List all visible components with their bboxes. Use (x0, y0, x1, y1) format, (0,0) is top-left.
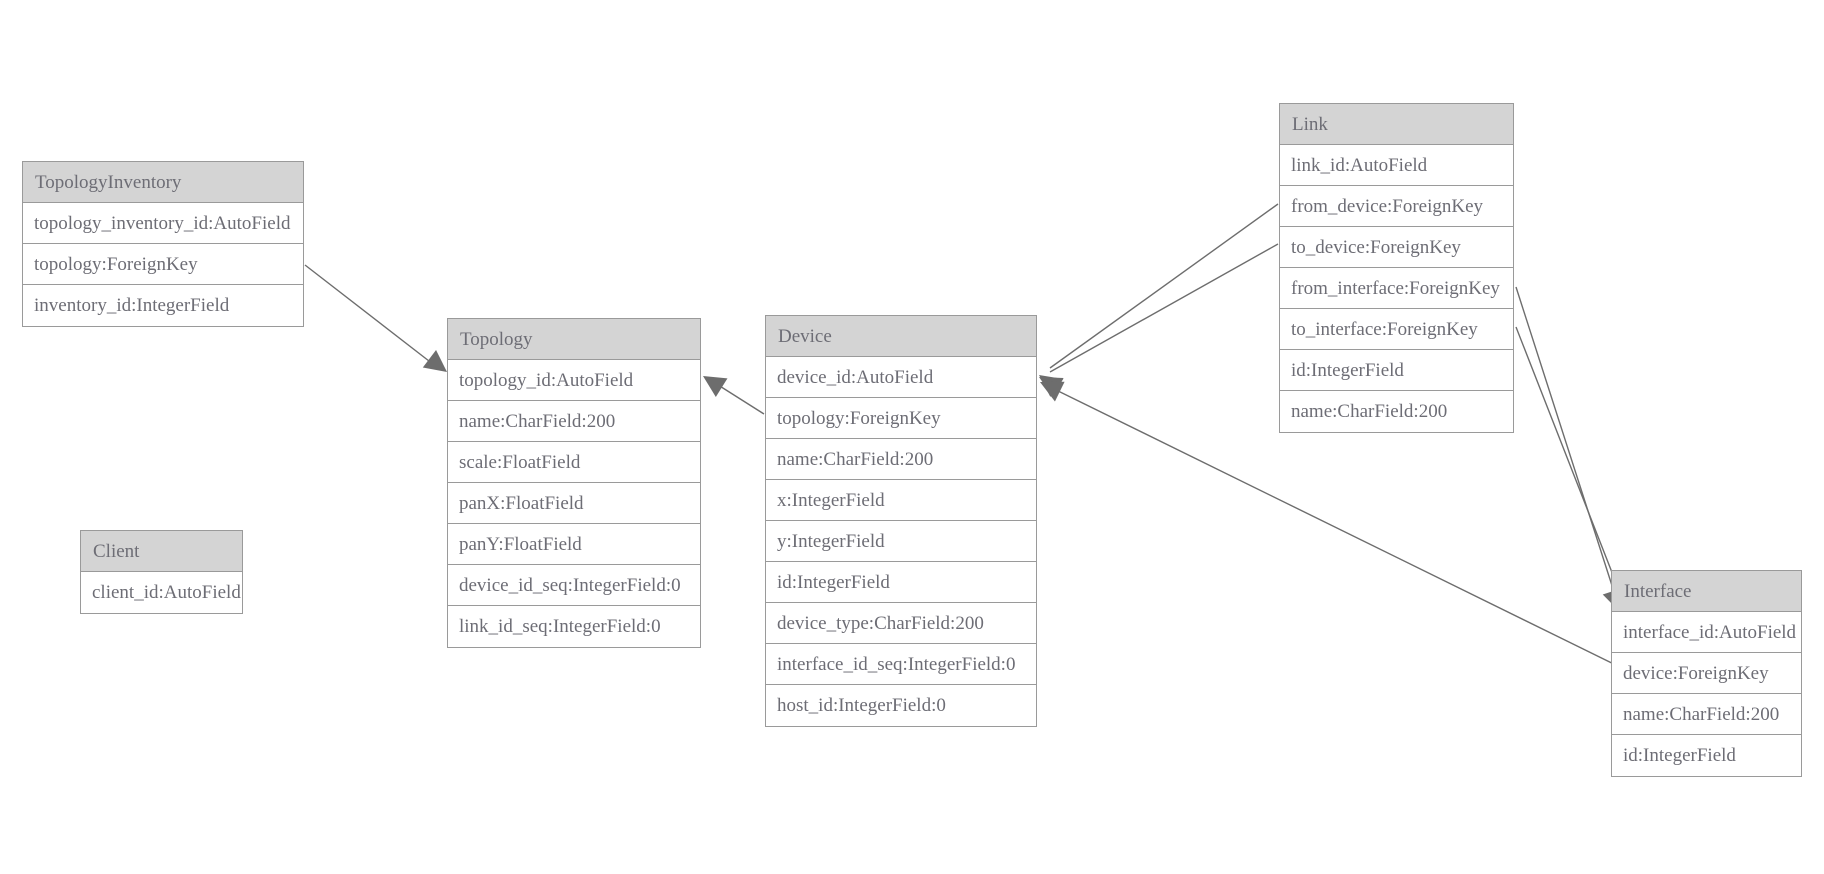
entity-field: link_id_seq:IntegerField:0 (448, 606, 700, 647)
relationship-link-from_device-to-device (1039, 203, 1279, 397)
entity-field: from_device:ForeignKey (1280, 186, 1513, 227)
entity-field: name:CharField:200 (1612, 694, 1801, 735)
entity-field: id:IntegerField (766, 562, 1036, 603)
entity-field: y:IntegerField (766, 521, 1036, 562)
entity-field: interface_id:AutoField (1612, 612, 1801, 653)
entity-title-interface: Interface (1612, 571, 1801, 612)
relationship-line (1515, 326, 1623, 599)
relationship-line (1049, 203, 1279, 369)
entity-field: host_id:IntegerField:0 (766, 685, 1036, 726)
entity-field: id:IntegerField (1612, 735, 1801, 776)
relationship-arrowhead (1040, 381, 1065, 402)
relationship-topologyinventory-to-topology (304, 264, 447, 372)
entity-field: link_id:AutoField (1280, 145, 1513, 186)
entity-field: device_id_seq:IntegerField:0 (448, 565, 700, 606)
entity-fields-client: client_id:AutoField (81, 572, 242, 613)
relationship-line (304, 264, 439, 369)
relationship-arrowhead (703, 376, 728, 397)
relationship-line (714, 382, 765, 415)
entity-field: inventory_id:IntegerField (23, 285, 303, 326)
entity-field: topology_inventory_id:AutoField (23, 203, 303, 244)
relationship-arrowhead (1039, 377, 1064, 398)
entity-field: name:CharField:200 (766, 439, 1036, 480)
entity-field: name:CharField:200 (1280, 391, 1513, 432)
relationship-link-from_interface-to-interface (1515, 286, 1624, 612)
entity-field: x:IntegerField (766, 480, 1036, 521)
entity-title-link: Link (1280, 104, 1513, 145)
entity-field: interface_id_seq:IntegerField:0 (766, 644, 1036, 685)
entity-title-topology: Topology (448, 319, 700, 360)
entity-field: device_id:AutoField (766, 357, 1036, 398)
entity-field: device_type:CharField:200 (766, 603, 1036, 644)
entity-field: topology:ForeignKey (23, 244, 303, 285)
entity-field: topology:ForeignKey (766, 398, 1036, 439)
entity-field: panY:FloatField (448, 524, 700, 565)
entity-title-topology_inventory: TopologyInventory (23, 162, 303, 203)
entity-field: panX:FloatField (448, 483, 700, 524)
entity-title-client: Client (81, 531, 242, 572)
relationship-line (1049, 243, 1279, 373)
entity-field: topology_id:AutoField (448, 360, 700, 401)
entity-field: scale:FloatField (448, 442, 700, 483)
relationship-device-to-topology (703, 376, 765, 415)
relationship-link-to_device-to-device (1039, 243, 1279, 398)
entity-field: id:IntegerField (1280, 350, 1513, 391)
entity-field: from_interface:ForeignKey (1280, 268, 1513, 309)
relationship-arrowhead (1039, 375, 1064, 397)
entity-field: client_id:AutoField (81, 572, 242, 613)
entity-title-device: Device (766, 316, 1036, 357)
entity-field: name:CharField:200 (448, 401, 700, 442)
entity-field: to_device:ForeignKey (1280, 227, 1513, 268)
entity-field: device:ForeignKey (1612, 653, 1801, 694)
entity-field: to_interface:ForeignKey (1280, 309, 1513, 350)
relationship-line (1515, 286, 1617, 599)
